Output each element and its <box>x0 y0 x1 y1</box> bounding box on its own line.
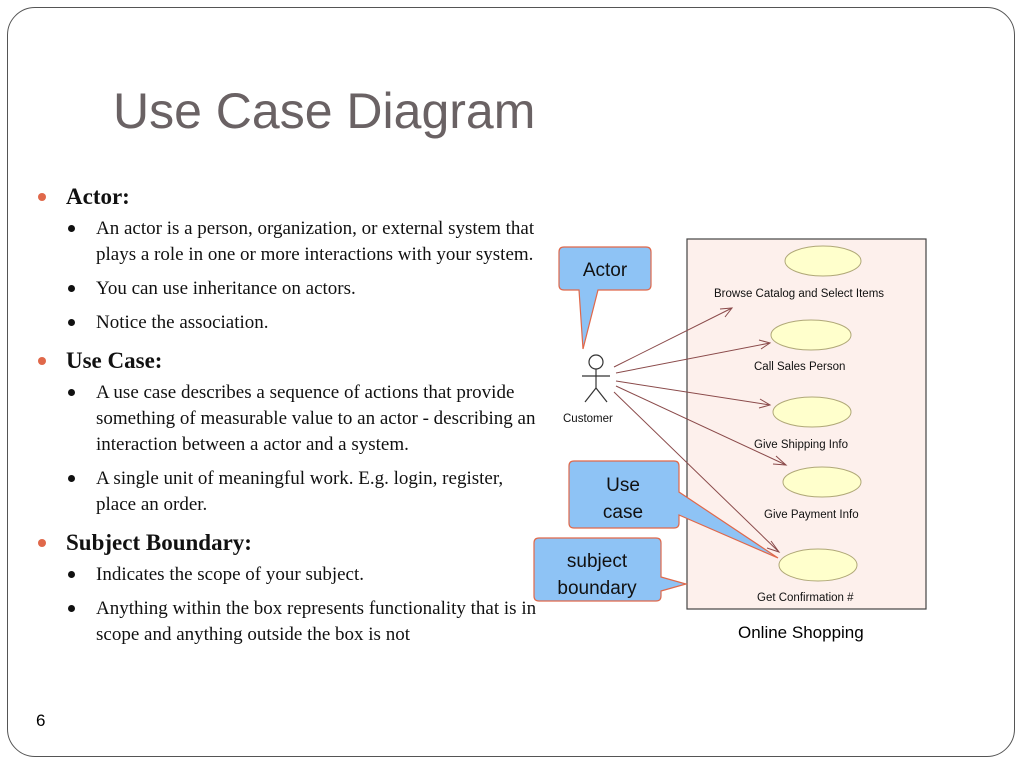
sub-bullet-list: Indicates the scope of your subject. Any… <box>66 562 546 648</box>
association-line <box>613 307 733 368</box>
use-case-callout-label: Use <box>606 475 640 496</box>
bullet-dot <box>38 357 46 365</box>
section-heading: Subject Boundary: <box>66 530 252 555</box>
bullet-dot <box>38 539 46 547</box>
subject-boundary-callout <box>533 537 689 602</box>
use-case-ellipse <box>782 466 862 498</box>
association-line <box>615 380 771 406</box>
actor-label: Customer <box>563 413 613 425</box>
association-line <box>615 342 771 374</box>
sub-bullet-dot <box>68 389 75 396</box>
sub-bullet-dot <box>68 285 75 292</box>
association-arrowhead <box>766 540 781 553</box>
association-arrowhead <box>719 307 734 318</box>
use-case-ellipse <box>772 396 852 428</box>
actor-stick-figure <box>582 354 610 403</box>
sub-bullet-text: Notice the association. <box>96 312 269 333</box>
association-arrowhead <box>758 339 772 350</box>
use-case-label: Give Payment Info <box>764 509 859 521</box>
section-subject-boundary: Subject Boundary: Indicates the scope of… <box>36 526 546 648</box>
slide-title: Use Case Diagram <box>113 83 536 139</box>
section-heading: Actor: <box>66 184 130 209</box>
use-case-ellipse <box>784 245 862 277</box>
sub-bullet: You can use inheritance on actors. <box>66 276 546 302</box>
sub-bullet-text: Indicates the scope of your subject. <box>96 564 365 585</box>
use-case-label: Give Shipping Info <box>754 439 848 451</box>
sub-bullet-list: An actor is a person, organization, or e… <box>66 216 546 336</box>
subject-boundary-callout-label: boundary <box>557 578 637 599</box>
section-use-case: Use Case: A use case describes a sequenc… <box>36 344 546 518</box>
subject-boundary-callout-label: subject <box>567 551 628 572</box>
sub-bullet-list: A use case describes a sequence of actio… <box>66 380 546 518</box>
sub-bullet-text: Anything within the box represents funct… <box>96 598 537 645</box>
section-actor: Actor: An actor is a person, organizatio… <box>36 180 546 336</box>
sub-bullet: Indicates the scope of your subject. <box>66 562 546 588</box>
section-heading: Use Case: <box>66 348 163 373</box>
actor-callout <box>558 246 652 350</box>
use-case-ellipse <box>770 319 852 351</box>
sub-bullet-dot <box>68 225 75 232</box>
page-number: 6 <box>36 711 46 730</box>
bullet-list: Actor: An actor is a person, organizatio… <box>36 180 546 656</box>
sub-bullet: Anything within the box represents funct… <box>66 596 546 648</box>
sub-bullet-dot <box>68 319 75 326</box>
sub-bullet: Notice the association. <box>66 310 546 336</box>
use-case-ellipse <box>778 548 858 582</box>
sub-bullet-dot <box>68 571 75 578</box>
sub-bullet-dot <box>68 605 75 612</box>
sub-bullet: A single unit of meaningful work. E.g. l… <box>66 466 546 518</box>
sub-bullet-text: An actor is a person, organization, or e… <box>96 218 535 265</box>
association-line <box>613 391 780 553</box>
use-case-callout <box>568 460 779 559</box>
sub-bullet-text: A use case describes a sequence of actio… <box>96 382 536 455</box>
use-case-label: Get Confirmation # <box>757 592 854 604</box>
sub-bullet-text: A single unit of meaningful work. E.g. l… <box>96 468 504 515</box>
bullet-dot <box>38 193 46 201</box>
association-arrowhead <box>772 455 788 466</box>
actor-callout-label: Actor <box>583 260 628 281</box>
use-case-callout-label: case <box>603 502 643 523</box>
sub-bullet-dot <box>68 475 75 482</box>
sub-bullet: An actor is a person, organization, or e… <box>66 216 546 268</box>
association-line <box>615 385 787 466</box>
use-case-label: Call Sales Person <box>754 361 845 373</box>
use-case-diagram: Browse Catalog and Select Items Call Sal… <box>533 238 927 642</box>
sub-bullet: A use case describes a sequence of actio… <box>66 380 546 458</box>
association-arrowhead <box>758 398 772 409</box>
subject-name: Online Shopping <box>738 623 864 642</box>
sub-bullet-text: You can use inheritance on actors. <box>96 278 356 299</box>
use-case-label: Browse Catalog and Select Items <box>714 288 884 300</box>
